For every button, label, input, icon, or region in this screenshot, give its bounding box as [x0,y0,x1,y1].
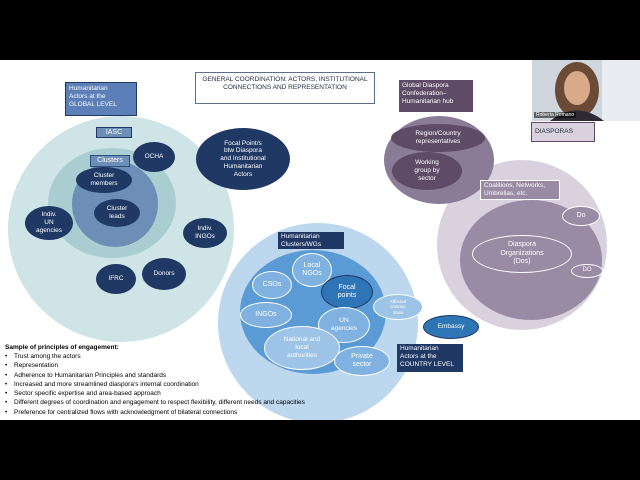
coalitions-label: Coalitions, Networks, Umbrellas, etc. [480,180,560,200]
do-node-1 [562,206,600,226]
cluster-members-text: Cluster members [90,172,118,187]
do-text-1: Do [576,211,586,219]
participant-video[interactable]: Roberta Romano [532,60,640,121]
csos-node [252,271,292,299]
participant-portrait [532,60,640,121]
indiv-un-node [25,206,73,240]
clusters-label: Clusters [90,155,130,167]
focal-point-text: Focal Point/s btw Diaspora and Instituti… [220,139,266,178]
ifrc-node [96,264,136,294]
embassy-text: Embassy [437,323,465,331]
cluster-members-node [76,167,132,193]
indiv-un-text: Indiv. UN agencies [35,211,63,234]
confederation-label: Global Diaspora Confederation– Humanitar… [399,80,473,112]
csos-text: CSOs [262,280,282,288]
dos-text: Diaspora Organizations (Dos) [500,241,544,266]
principle-item: Sector specific expertise and area-based… [5,389,365,398]
do-node-2 [571,264,603,278]
ingos-text: INGOs [255,310,277,318]
donors-node [142,258,186,290]
working-group-text: Working group by sector [414,159,440,182]
embassy-node [423,315,479,339]
dos-node [472,235,572,273]
indiv-ingos-text: Indiv. INGOs [195,225,215,240]
participant-name: Roberta Romano [534,112,577,118]
slide-title: GENERAL COORDINATION: ACTORS, INSTITUTIO… [195,72,375,104]
country-clusters-label: Humanitarian Clusters/WGs [278,232,344,249]
region-representatives-text: Region/Country representatives [415,130,461,145]
iasc-label: IASC [96,127,132,138]
do-text-2: DO [582,267,592,274]
principle-item: Preference for centralized flows with ac… [5,408,365,417]
ocha-text: OCHA [144,153,164,161]
principle-item: Adherence to Humanitarian Principles and… [5,371,365,380]
cluster-leads-text: Cluster leads [106,205,128,220]
principle-item: Different degrees of coordination and en… [5,398,365,407]
working-group-node [392,152,462,190]
diasporas-label: DIASPORAS [531,122,595,142]
ifrc-text: IFRC [108,275,124,283]
global-level-title-box: Humanitarian Actors at the GLOBAL LEVEL [65,82,137,116]
focal-points-text: Focal points [337,283,357,299]
indiv-ingos-node [183,218,227,248]
slide: GENERAL COORDINATION: ACTORS, INSTITUTIO… [0,60,640,420]
ocha-node [133,142,175,172]
focal-point-node [196,128,290,190]
cluster-leads-node [94,199,140,227]
principles-list: Sample of principles of engagement: Trus… [5,343,365,417]
principles-title: Sample of principles of engagement: [5,344,119,351]
principle-item: Increased and more streamlined diaspora'… [5,380,365,389]
un-agencies-text: UN agencies [330,317,358,332]
un-agencies-node [318,307,370,343]
country-level-title-box: Humanitarian Actors at the COUNTRY LEVEL [397,344,463,372]
ingos-node [240,302,292,328]
principle-item: Trust among the actors [5,352,365,361]
donors-text: Donors [153,270,175,278]
principle-item: Representation [5,361,365,370]
local-ngos-text: Local NGOs [302,261,322,277]
affected-communities-text: Affected commu- nities [389,298,407,315]
region-representatives-node [391,124,485,152]
affected-communities-node [373,294,423,320]
